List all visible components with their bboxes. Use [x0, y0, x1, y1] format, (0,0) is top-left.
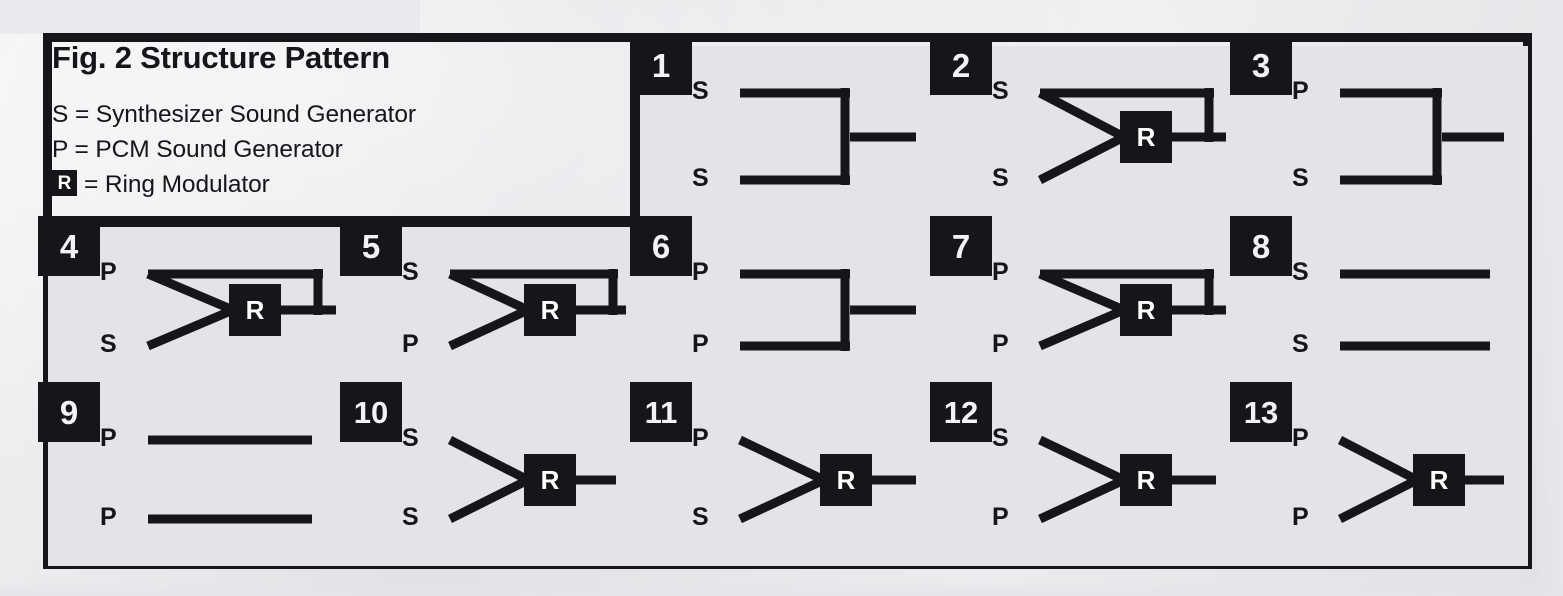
ring-modulator-icon: R — [540, 465, 560, 495]
ring-modulator-icon: R — [1136, 122, 1156, 152]
source-label-bottom: P — [692, 330, 709, 358]
source-label-top: S — [1292, 258, 1309, 286]
source-label-top: P — [692, 258, 709, 286]
source-label-top: P — [1292, 77, 1309, 105]
legend-item-s: S = Synthesizer Sound Generator — [52, 101, 416, 128]
source-label-bottom: P — [1292, 503, 1309, 531]
pattern-cell — [340, 216, 640, 393]
source-label-top: P — [100, 424, 117, 452]
ring-modulator-icon: R — [540, 295, 560, 325]
pattern-cell — [930, 382, 1240, 566]
scan-edge-right — [1537, 0, 1563, 596]
scan-edge-bottom — [0, 580, 1563, 596]
source-label-top: P — [100, 258, 117, 286]
source-label-bottom: S — [992, 164, 1009, 192]
source-label-bottom: S — [100, 330, 117, 358]
source-label-bottom: P — [402, 330, 419, 358]
pattern-cell — [630, 35, 940, 227]
ring-modulator-icon: R — [836, 465, 856, 495]
ring-modulator-icon: R — [1136, 465, 1156, 495]
pattern-cell — [1230, 382, 1528, 566]
scan-edge-top — [0, 0, 420, 34]
pattern-cell — [630, 382, 940, 566]
source-label-top: S — [692, 77, 709, 105]
source-label-top: S — [992, 424, 1009, 452]
source-label-top: S — [402, 258, 419, 286]
pattern-cell — [1230, 35, 1528, 227]
source-label-bottom: S — [692, 503, 709, 531]
pattern-cell — [340, 382, 640, 566]
figure-title: Fig. 2 Structure Pattern — [52, 40, 390, 75]
ring-modulator-badge-icon: R — [52, 170, 77, 196]
legend-item-p: P = PCM Sound Generator — [52, 136, 343, 163]
source-label-bottom: S — [1292, 330, 1309, 358]
source-label-bottom: S — [692, 164, 709, 192]
source-label-bottom: S — [1292, 164, 1309, 192]
source-label-top: S — [402, 424, 419, 452]
pattern-cell — [930, 35, 1240, 227]
source-label-top: P — [1292, 424, 1309, 452]
pattern-cell — [38, 382, 350, 566]
source-label-bottom: P — [100, 503, 117, 531]
ring-modulator-icon: R — [1136, 295, 1156, 325]
source-label-top: S — [992, 77, 1009, 105]
source-label-bottom: P — [992, 503, 1009, 531]
pattern-cell — [38, 216, 350, 393]
pattern-cell — [1230, 216, 1528, 393]
legend-item-r: = Ring Modulator — [84, 171, 270, 198]
source-label-bottom: S — [402, 503, 419, 531]
source-label-top: P — [992, 258, 1009, 286]
source-label-top: P — [692, 424, 709, 452]
pattern-cell — [630, 216, 940, 393]
ring-modulator-icon: R — [245, 295, 265, 325]
ring-modulator-icon: R — [1429, 465, 1449, 495]
pattern-cell — [930, 216, 1240, 393]
source-label-bottom: P — [992, 330, 1009, 358]
